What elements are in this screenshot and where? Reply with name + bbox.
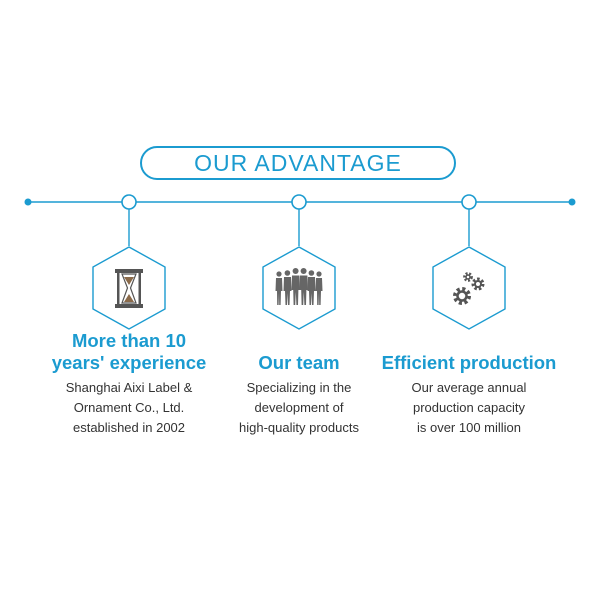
advantage-description: Specializing in the development of high-…: [239, 380, 359, 435]
hourglass-icon: [115, 269, 143, 308]
section-title: OUR ADVANTAGE: [194, 149, 402, 176]
advantage-description: Our average annual production capacity i…: [411, 380, 527, 435]
advantage-title: More than 10 years' experience: [51, 330, 207, 373]
section-banner: OUR ADVANTAGE: [140, 146, 456, 180]
advantage-description: Shanghai Aixi Label & Ornament Co., Ltd.…: [65, 380, 193, 435]
team-icon: [275, 268, 323, 305]
timeline-end-dot-left: [24, 198, 32, 206]
advantage-production: Efficient production Our average annual …: [374, 352, 564, 438]
gears-icon: [453, 272, 485, 305]
timeline-end-dot-right: [568, 198, 576, 206]
timeline-node-3: [461, 194, 477, 210]
timeline-node-2: [291, 194, 307, 210]
advantage-team: Our team Specializing in the development…: [204, 352, 394, 438]
advantage-title: Our team: [258, 352, 340, 373]
advantage-experience: More than 10 years' experience Shanghai …: [34, 330, 224, 438]
hexagon-frame-3: [432, 246, 506, 330]
timeline-node-1: [121, 194, 137, 210]
advantage-title: Efficient production: [381, 352, 557, 373]
